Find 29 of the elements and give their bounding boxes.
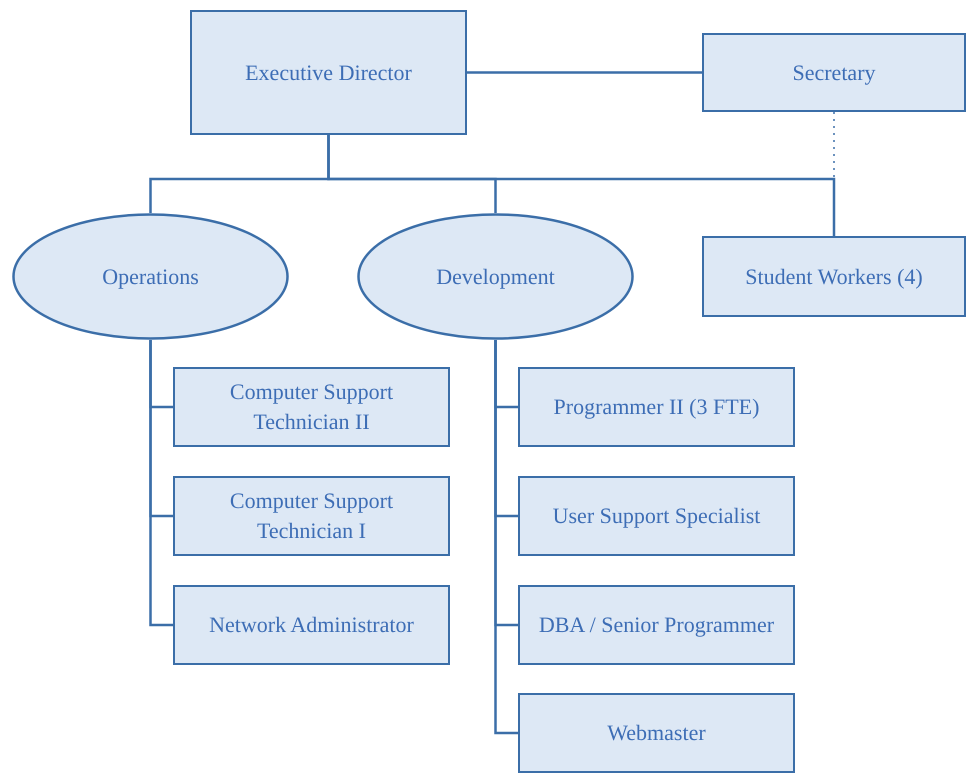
role-box (173, 367, 450, 447)
role-title: Network Administrator (209, 611, 414, 639)
connector-line (327, 135, 836, 236)
connector-line (149, 340, 173, 626)
role-title: Development (436, 262, 555, 291)
role-title: Secretary (792, 58, 876, 87)
connector-line (494, 340, 518, 734)
role-box (702, 236, 966, 317)
role-box (518, 476, 795, 556)
role-box (518, 367, 795, 447)
department-ellipse (357, 213, 634, 340)
role-title: User Support Specialist (552, 502, 760, 530)
role-box (173, 585, 450, 665)
role-title: Operations (102, 262, 199, 291)
role-box (173, 476, 450, 556)
role-title: Executive Director (245, 58, 412, 86)
role-title: Programmer II (3 FTE) (554, 393, 760, 421)
role-box (702, 33, 966, 112)
role-title: Computer Support Technician I (228, 487, 394, 545)
department-ellipse (12, 213, 289, 340)
role-box (518, 693, 795, 773)
role-box (190, 10, 467, 135)
role-box (518, 585, 795, 665)
role-title: DBA / Senior Programmer (538, 611, 774, 639)
role-title: Student Workers (4) (745, 262, 923, 291)
role-title: Webmaster (607, 719, 706, 747)
role-title: Computer Support Technician II (228, 378, 394, 436)
dotted-connector (833, 112, 835, 236)
connector-line (467, 71, 702, 74)
